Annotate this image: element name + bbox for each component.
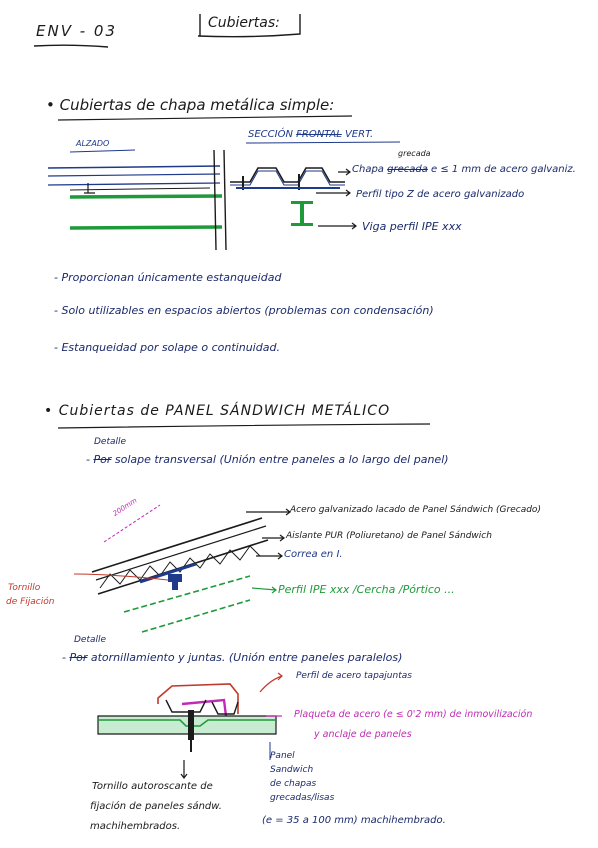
header-code: ENV - 03 [36, 22, 117, 40]
callout-perfil-z: Perfil tipo Z de acero galvanizado [356, 189, 525, 200]
panel-joint-diagram [97, 672, 283, 779]
bullet-2: - Solo utilizables en espacios abiertos … [54, 304, 434, 317]
bottom-right-line3: de chapas [270, 779, 317, 789]
label-alzado: ALZADO [76, 139, 110, 148]
header-underline [33, 14, 301, 48]
detail2-text: - Por atornillamiento y juntas. (Unión e… [62, 651, 403, 664]
callout-perfil-ipe: Perfil IPE xxx /Cercha /Pórtico ... [278, 583, 455, 596]
sandwich-panel-diagram [73, 504, 291, 633]
detail2-word: Detalle [74, 635, 107, 645]
callout-plaqueta-2: y anclaje de paneles [314, 729, 412, 740]
bullet-3: - Estanqueidad por solape o continuidad. [54, 341, 280, 354]
section2-underline [57, 423, 431, 429]
left-label-tornillo: Tornillo [8, 583, 41, 593]
bottom-right-line1: Panel [270, 751, 295, 761]
bottom-right-line2: Sandwich [270, 765, 314, 775]
bullet-1: - Proporcionan únicamente estanqueidad [54, 271, 282, 284]
section1-underline [57, 115, 353, 121]
callout-correa: Correa en I. [284, 549, 343, 560]
callout-aislante-pur: Aislante PUR (Poliuretano) de Panel Sánd… [286, 531, 492, 541]
callout-plaqueta-1: Plaqueta de acero (e ≤ 0'2 mm) de inmovi… [294, 709, 533, 720]
left-label-fijacion: de Fijación [6, 597, 55, 607]
section1-heading: • Cubiertas de chapa metálica simple: [46, 96, 335, 114]
detail1-text: - Por solape transversal (Unión entre pa… [86, 453, 449, 466]
callout-viga-ipe: Viga perfil IPE xxx [362, 220, 462, 233]
callout-chapa: Chapa grecada e ≤ 1 mm de acero galvaniz… [352, 164, 576, 175]
section2-heading: • Cubiertas de PANEL SÁNDWICH METÁLICO [44, 403, 391, 419]
callout-tapajuntas: Perfil de acero tapajuntas [296, 671, 412, 681]
callout-acero-galvanizado: Acero galvanizado lacado de Panel Sándwi… [290, 505, 541, 515]
bottom-right-line5: (e = 35 a 100 mm) machihembrado. [262, 815, 446, 826]
metal-roof-diagram [47, 141, 401, 251]
callout-1-inserted: grecada [398, 149, 431, 158]
header-title: Cubiertas: [208, 15, 280, 31]
bottom-left-line2: fijación de paneles sándw. [90, 801, 222, 812]
detail1-word: Detalle [94, 437, 127, 447]
bottom-left-line3: machihembrados. [90, 821, 181, 832]
label-seccion: SECCIÓN FRONTAL VERT. [248, 129, 374, 140]
bottom-left-line1: Tornillo autoroscante de [92, 781, 213, 792]
bottom-right-line4: grecadas/lisas [270, 793, 335, 803]
